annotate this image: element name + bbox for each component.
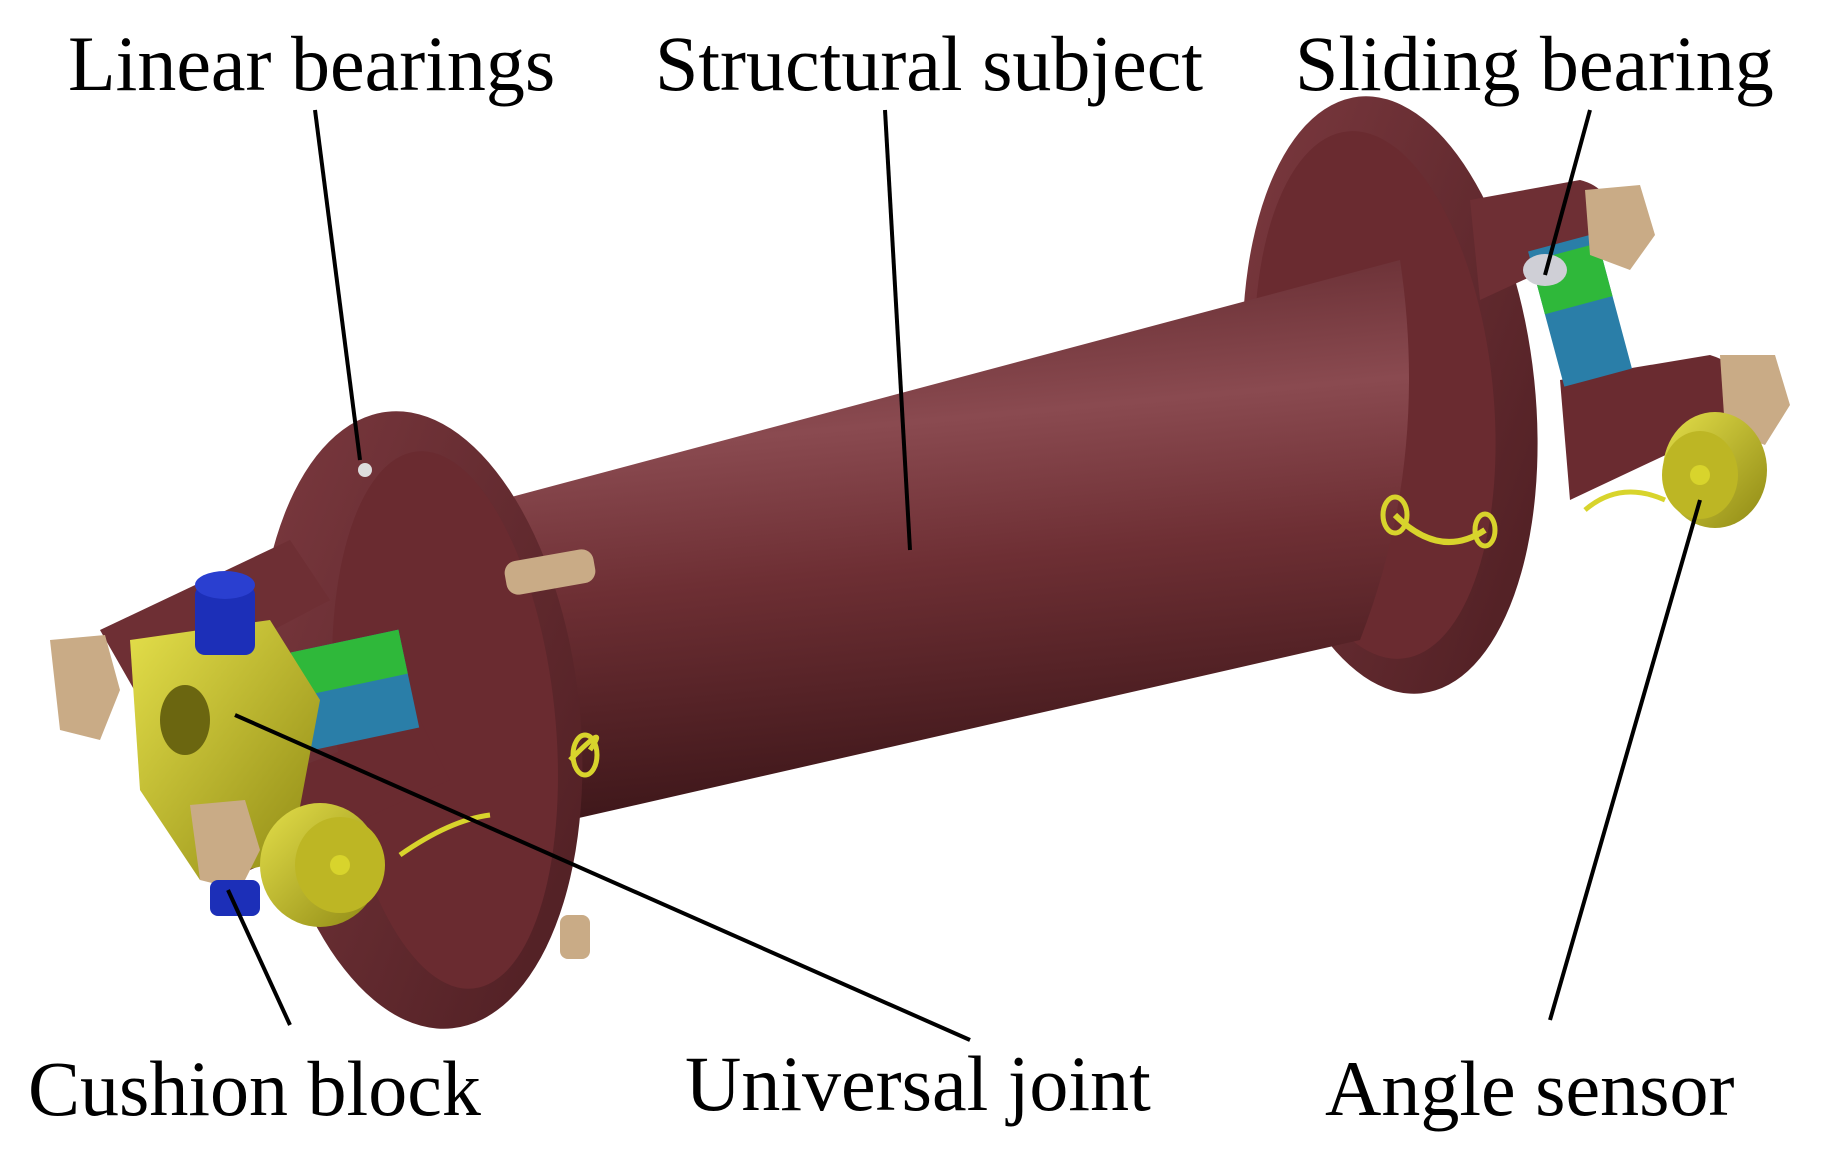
leader-universal-joint [234,713,971,1042]
pin [504,549,596,959]
label-angle-sensor: Angle sensor [1325,1045,1735,1132]
cushion-cap-bottom [210,880,260,916]
left-bolt-head-top [50,635,120,740]
label-structural-subject: Structural subject [655,20,1204,107]
right-bolt-head-top [1585,185,1655,270]
leader-structural-subject [883,109,912,551]
leader-sliding-bearing [1543,109,1592,276]
leader-angle-sensor [1548,499,1702,1021]
leader-lines [226,109,1702,1042]
label-cushion-block: Cushion block [28,1045,481,1132]
structural-subject-tube [496,260,1409,820]
left-yoke [50,540,450,916]
universal-joint-shape [130,620,320,880]
right-angle-sensor [1380,412,1767,549]
label-sliding-bearing: Sliding bearing [1295,20,1774,107]
left-angle-sensor [260,732,600,927]
label-linear-bearings: Linear bearings [68,20,556,107]
leader-cushion-block [226,889,292,1026]
leader-linear-bearings [313,109,362,461]
cushion-cap-top [195,585,255,655]
left-bolt-head-bottom [190,800,260,890]
label-universal-joint: Universal joint [685,1040,1151,1127]
